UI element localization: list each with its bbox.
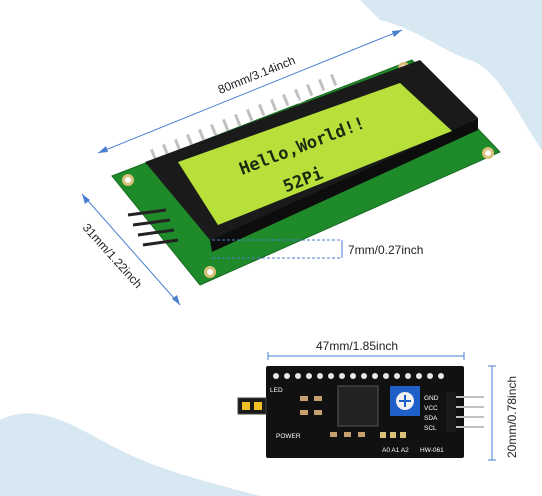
module-top-header	[273, 373, 444, 379]
module-chip	[337, 385, 379, 427]
dimension-module-width-label: 47mm/1.85inch	[316, 339, 398, 353]
dimension-depth: 7mm/0.27inch	[212, 239, 423, 259]
pin-label-sda: SDA	[424, 415, 438, 422]
background-blob-top	[360, 0, 542, 150]
dimension-height-label: 31mm/1.22inch	[80, 221, 145, 291]
module-side-pins	[446, 392, 484, 432]
background-blob-bottom	[0, 413, 260, 496]
power-label: POWER	[276, 433, 301, 440]
led-label: LED	[270, 387, 283, 394]
lcd-pin-label: 16	[295, 94, 307, 106]
pin-label-scl: SCL	[424, 425, 437, 432]
pin-label-gnd: GND	[424, 395, 439, 402]
model-label: HW-061	[420, 447, 444, 454]
dimension-module-height-label: 20mm/0.78inch	[505, 376, 519, 458]
address-label: A0 A1 A2	[382, 447, 409, 454]
dimension-width-label: 80mm/3.14inch	[216, 53, 297, 97]
lcd-module: 16 Hello,World!! 52Pi	[111, 59, 501, 286]
lcd-header-pins	[149, 73, 338, 162]
lcd-side-pins	[127, 208, 179, 247]
lcd-screen	[178, 83, 452, 225]
pin-label-vcc: VCC	[424, 405, 438, 412]
dimension-depth-label: 7mm/0.27inch	[348, 243, 423, 257]
i2c-module: 47mm/1.85inch 20mm/0.78inch LED POWER	[237, 339, 519, 461]
